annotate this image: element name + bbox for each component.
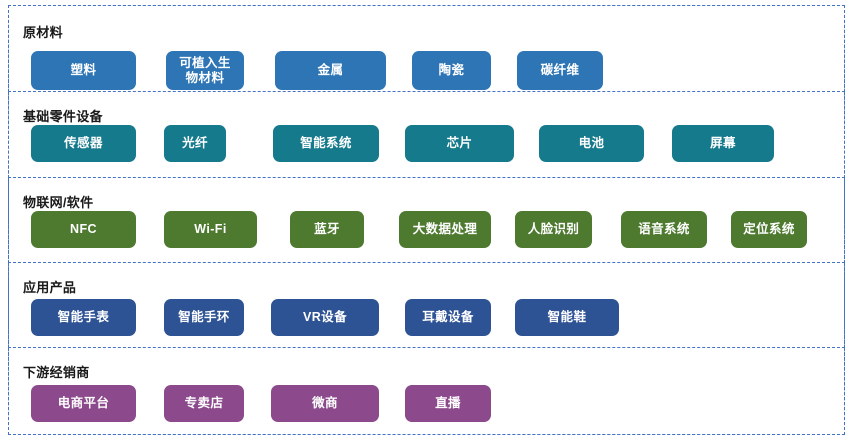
node-label: NFC bbox=[70, 222, 97, 237]
node-box[interactable]: NFC bbox=[31, 211, 136, 248]
node-label: 芯片 bbox=[446, 136, 473, 151]
node-box[interactable]: 可植入生物材料 bbox=[166, 51, 244, 90]
node-box[interactable]: 蓝牙 bbox=[290, 211, 364, 248]
node-label: 电池 bbox=[578, 136, 605, 151]
node-box[interactable]: 芯片 bbox=[405, 125, 514, 162]
node-label: 光纤 bbox=[182, 136, 208, 151]
node-label-line: 物材料 bbox=[185, 70, 225, 85]
node-box[interactable]: 专卖店 bbox=[164, 385, 244, 422]
node-label: 陶瓷 bbox=[438, 63, 465, 78]
node-box[interactable]: 智能手环 bbox=[164, 299, 244, 336]
node-label: 直播 bbox=[435, 396, 461, 411]
node-label: 定位系统 bbox=[743, 222, 795, 237]
node-box[interactable]: VR设备 bbox=[271, 299, 379, 336]
node-box[interactable]: 碳纤维 bbox=[517, 51, 603, 90]
node-label: 专卖店 bbox=[184, 396, 224, 411]
node-label: 智能鞋 bbox=[547, 310, 587, 325]
node-label: 智能系统 bbox=[300, 136, 352, 151]
node-label: 人脸识别 bbox=[527, 222, 580, 237]
tier-downstream-distributors: 下游经销商电商平台 专卖店 微商 直播 bbox=[8, 348, 845, 435]
node-label: Wi-Fi bbox=[194, 222, 227, 237]
node-box[interactable]: 微商 bbox=[271, 385, 379, 422]
node-label: 塑料 bbox=[70, 63, 97, 78]
node-label: 耳戴设备 bbox=[422, 310, 474, 325]
tier-label-raw-materials: 原材料 bbox=[23, 25, 63, 40]
node-box[interactable]: 耳戴设备 bbox=[405, 299, 491, 336]
node-box[interactable]: 塑料 bbox=[31, 51, 136, 90]
node-box[interactable]: 定位系统 bbox=[731, 211, 807, 248]
tier-iot-software: 物联网/软件 NFC Wi-Fi 蓝牙 大数据处理 人脸识别 语音系统 定位系统 bbox=[8, 178, 845, 263]
node-label: VR设备 bbox=[303, 310, 347, 325]
node-box[interactable]: 语音系统 bbox=[621, 211, 707, 248]
node-label: 电商平台 bbox=[57, 396, 110, 411]
node-label: 蓝牙 bbox=[314, 222, 340, 237]
node-box[interactable]: 传感器 bbox=[31, 125, 136, 162]
tier-raw-materials: 原材料塑料 可植入生物材料 金属 陶瓷 碳纤维 bbox=[8, 5, 845, 92]
tier-label-downstream-distributors: 下游经销商 bbox=[23, 365, 90, 380]
node-label-line: 可植入生 bbox=[179, 56, 231, 71]
node-box[interactable]: 智能手表 bbox=[31, 299, 136, 336]
node-box[interactable]: 屏幕 bbox=[672, 125, 774, 162]
node-label: 微商 bbox=[312, 396, 338, 411]
node-box[interactable]: 人脸识别 bbox=[515, 211, 592, 248]
node-box[interactable]: 智能鞋 bbox=[515, 299, 619, 336]
node-label: 大数据处理 bbox=[412, 222, 478, 237]
tier-label-iot-software: 物联网/软件 bbox=[23, 195, 94, 210]
tier-label-application-products: 应用产品 bbox=[23, 280, 77, 295]
node-box[interactable]: 智能系统 bbox=[273, 125, 379, 162]
node-label: 传感器 bbox=[64, 136, 103, 151]
tier-basic-parts: 基础零件设备传感器 光纤 智能系统 芯片 电池 屏幕 bbox=[8, 92, 845, 178]
node-label: 语音系统 bbox=[638, 222, 690, 237]
tier-application-products: 应用产品智能手表 智能手环 VR设备 耳戴设备 智能鞋 bbox=[8, 263, 845, 348]
node-box[interactable]: 陶瓷 bbox=[412, 51, 491, 90]
node-label: 智能手环 bbox=[178, 310, 230, 325]
node-box[interactable]: 大数据处理 bbox=[399, 211, 491, 248]
node-box[interactable]: 直播 bbox=[405, 385, 491, 422]
node-box[interactable]: 电商平台 bbox=[31, 385, 136, 422]
tier-label-basic-parts: 基础零件设备 bbox=[23, 109, 103, 124]
node-label: 智能手表 bbox=[57, 310, 110, 325]
node-label: 金属 bbox=[317, 63, 344, 78]
node-label: 屏幕 bbox=[710, 136, 736, 151]
node-label: 碳纤维 bbox=[540, 63, 580, 78]
node-label: 可植入生物材料 bbox=[179, 56, 231, 85]
node-box[interactable]: 金属 bbox=[275, 51, 386, 90]
node-box[interactable]: Wi-Fi bbox=[164, 211, 257, 248]
node-box[interactable]: 电池 bbox=[539, 125, 644, 162]
node-box[interactable]: 光纤 bbox=[164, 125, 226, 162]
